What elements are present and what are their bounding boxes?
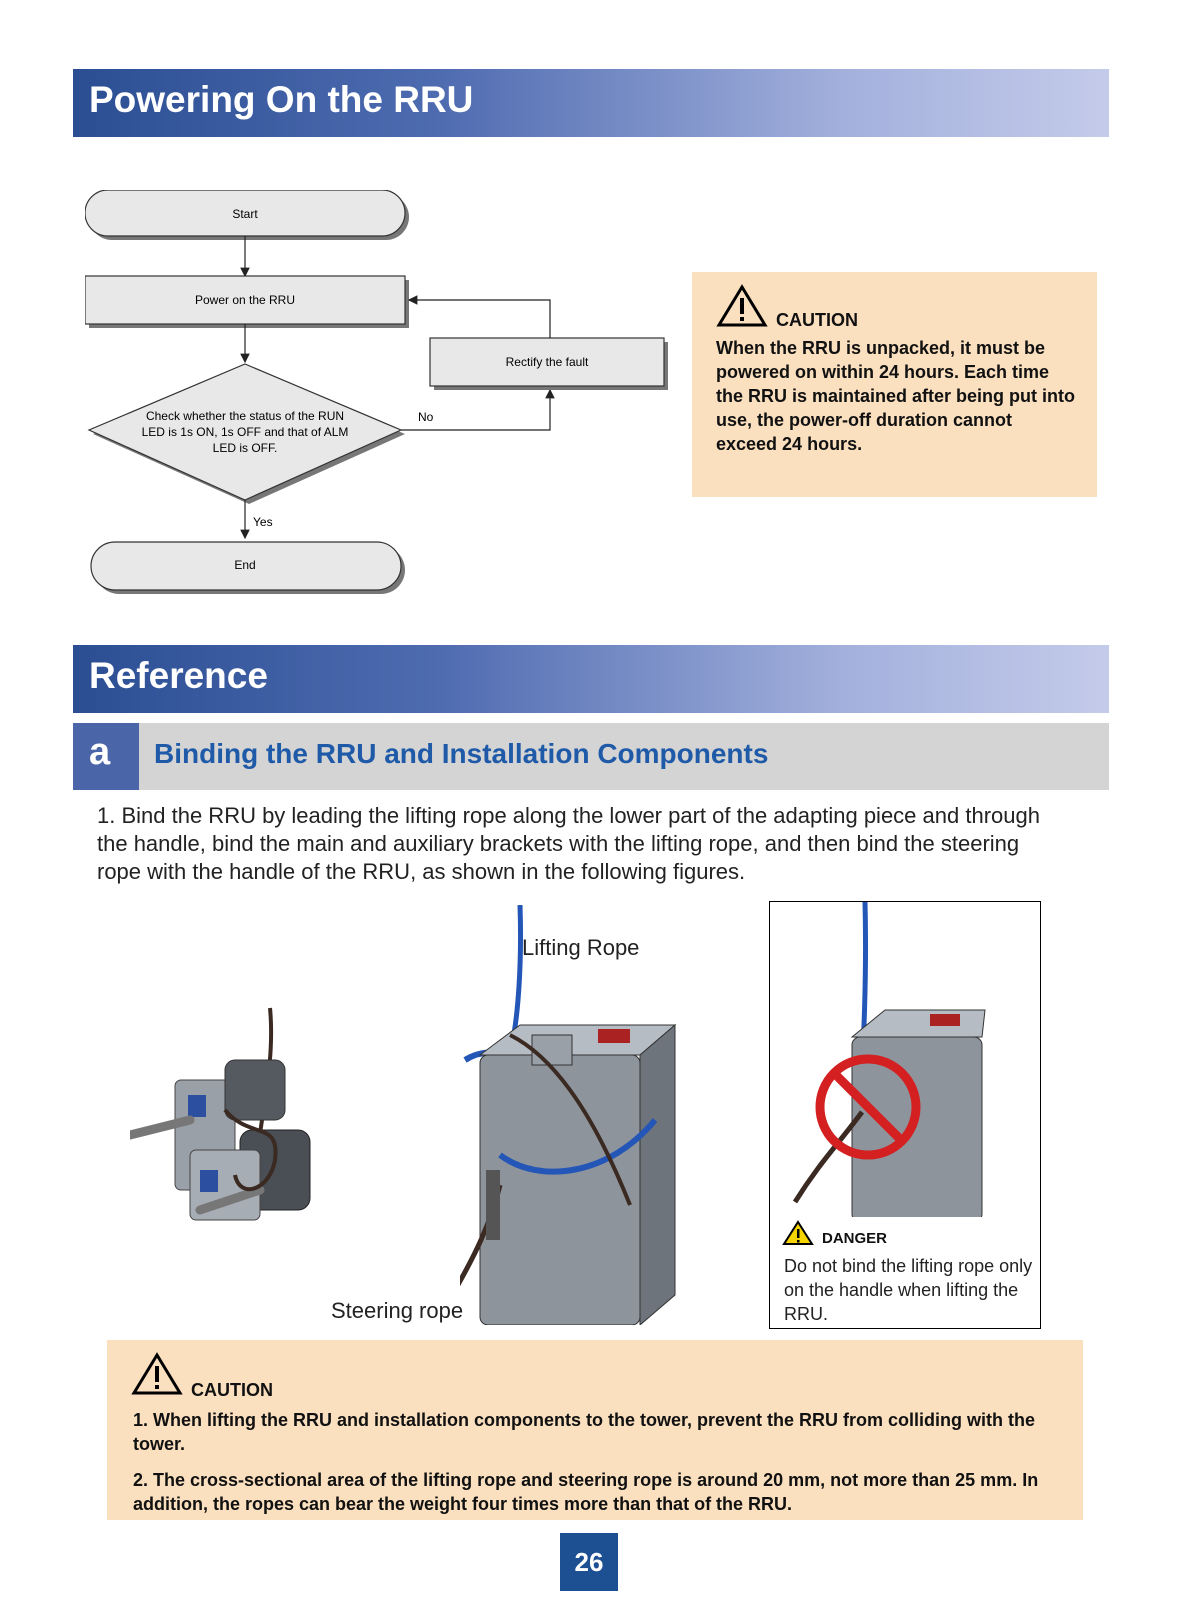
steering-rope-label: Steering rope — [331, 1298, 464, 1323]
section-title: Powering On the RRU — [89, 79, 474, 120]
subsection-letter-box: a — [73, 723, 139, 790]
caution-box-lifting: CAUTION 1. When lifting the RRU and inst… — [107, 1340, 1083, 1520]
flow-yes-label: Yes — [253, 515, 273, 529]
subsection-title: Binding the RRU and Installation Compone… — [154, 738, 769, 769]
caution-box-power-on: CAUTION When the RRU is unpacked, it mus… — [692, 272, 1097, 497]
svg-text:Start: Start — [232, 207, 258, 221]
svg-text:LED is 1s ON, 1s OFF and that: LED is 1s ON, 1s OFF and that of ALM — [142, 425, 349, 439]
lifting-rope-label: Lifting Rope — [522, 935, 640, 960]
svg-text:End: End — [234, 558, 255, 572]
caution-item-2: 2. The cross-sectional area of the lifti… — [133, 1470, 1039, 1514]
caution-item-1: 1. When lifting the RRU and installation… — [133, 1410, 1036, 1454]
svg-text:Power on the RRU: Power on the RRU — [195, 293, 295, 307]
power-on-flowchart: Start Power on the RRU Check whether the… — [85, 190, 668, 594]
flow-end-node: End — [90, 541, 405, 594]
section-banner-reference: Reference — [73, 645, 1109, 713]
subsection-letter: a — [89, 731, 111, 773]
danger-box: DANGER Do not bind the lifting rope only… — [769, 901, 1041, 1329]
flow-no-label: No — [418, 410, 434, 424]
page-number: 26 — [574, 1547, 604, 1577]
warning-triangle-icon — [716, 284, 768, 327]
svg-text:LED is OFF.: LED is OFF. — [213, 441, 278, 455]
brackets-bound-illustration — [130, 1007, 311, 1221]
flow-rectify-node: Rectify the fault — [429, 337, 668, 390]
danger-text: Do not bind the lifting rope only on the… — [784, 1256, 1033, 1324]
section-title: Reference — [89, 655, 268, 696]
warning-triangle-icon — [131, 1352, 183, 1395]
svg-text:Check whether the status of th: Check whether the status of the RUN — [146, 409, 344, 423]
danger-triangle-icon — [782, 1220, 814, 1245]
caution-text: When the RRU is unpacked, it must be pow… — [716, 338, 1076, 454]
page-number-box: 26 — [560, 1533, 618, 1591]
flow-power-on-node: Power on the RRU — [85, 275, 409, 328]
binding-instructions: 1. Bind the RRU by leading the lifting r… — [97, 803, 1040, 884]
svg-text:Rectify the fault: Rectify the fault — [506, 355, 589, 369]
flow-start-node: Start — [85, 190, 409, 240]
incorrect-binding-illustration — [792, 901, 986, 1223]
subsection-header: a Binding the RRU and Installation Compo… — [73, 723, 1109, 790]
caution-label: CAUTION — [191, 1380, 273, 1400]
caution-label: CAUTION — [776, 310, 858, 330]
flow-check-decision: Check whether the status of the RUN LED … — [87, 363, 405, 504]
rru-binding-illustration — [460, 905, 677, 1325]
section-banner-powering-on: Powering On the RRU — [73, 69, 1109, 137]
danger-label: DANGER — [822, 1230, 888, 1247]
